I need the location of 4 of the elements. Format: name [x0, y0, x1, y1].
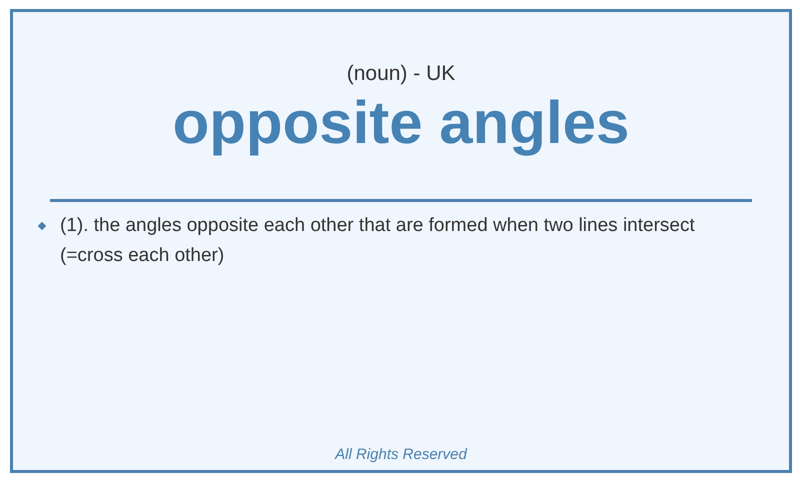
part-of-speech: (noun) - UK: [346, 62, 456, 86]
copyright-notice: All Rights Reserved: [334, 446, 468, 463]
definition-text: (1). the angles opposite each other that are formed when two lines intersect (=cross each other): [60, 214, 696, 268]
headword: opposite angles: [172, 88, 630, 158]
